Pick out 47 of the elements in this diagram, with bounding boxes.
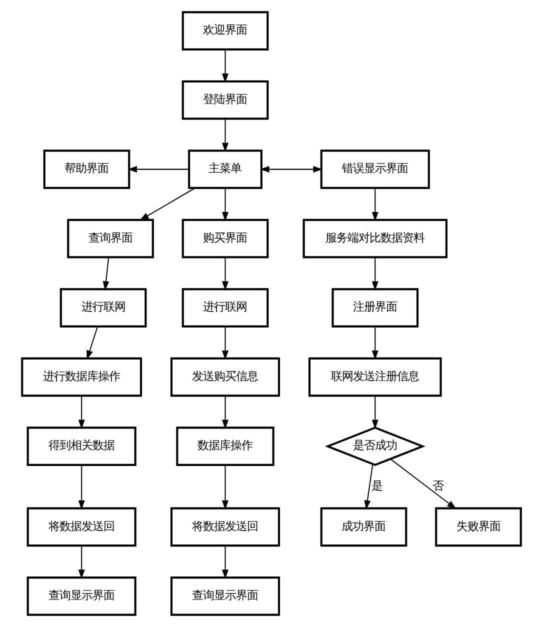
arrow [221, 50, 228, 83]
node-box: 得到相关数据 [26, 426, 136, 466]
arrow [364, 464, 373, 510]
edge-label: 否 [432, 478, 444, 493]
arrow [371, 326, 378, 360]
node-box: 购买界面 [181, 218, 268, 258]
arrow [221, 188, 228, 222]
arrow [139, 188, 195, 221]
node-box: 进行联网 [181, 288, 268, 328]
node-box: 发送购买信息 [170, 357, 280, 397]
arrow [78, 546, 84, 579]
node-box: 进行联网 [59, 288, 146, 328]
node-box: 登陆界面 [181, 80, 268, 120]
node-box: 注册界面 [331, 288, 418, 328]
arrow [221, 396, 228, 430]
arrow [371, 188, 378, 222]
arrow [221, 326, 228, 360]
node-box: 服务端对比数据资料 [302, 218, 447, 258]
arrow [221, 257, 228, 291]
arrow [390, 458, 456, 510]
node-box: 错误显示界面 [320, 150, 430, 189]
arrow [371, 257, 378, 291]
arrow [221, 118, 228, 152]
node-box: 欢迎界面 [181, 11, 268, 50]
arrow [78, 396, 84, 430]
arrow [102, 257, 109, 291]
arrow [371, 396, 378, 430]
arrow [259, 166, 322, 173]
node-box: 查询显示界面 [170, 576, 280, 616]
node-box: 将数据发送回 [170, 507, 280, 547]
node-box: 查询界面 [66, 218, 154, 258]
node-box: 将数据发送回 [26, 507, 136, 547]
node-box: 联网发送注册信息 [308, 357, 442, 397]
arrow [221, 546, 228, 579]
arrow [86, 326, 98, 360]
node-box: 进行数据库操作 [20, 357, 142, 397]
node-box: 帮助界面 [42, 150, 130, 189]
node-box: 数据库操作 [176, 426, 274, 466]
arrow [78, 465, 84, 510]
node-box: 失败界面 [434, 507, 522, 547]
edge-label: 是 [371, 478, 382, 493]
node-box: 成功界面 [320, 507, 407, 547]
node-box: 主菜单 [188, 150, 262, 189]
node-box: 查询显示界面 [26, 576, 136, 616]
arrow [127, 166, 188, 173]
node-diamond: 是否成功 [324, 426, 425, 466]
arrow [221, 465, 228, 510]
